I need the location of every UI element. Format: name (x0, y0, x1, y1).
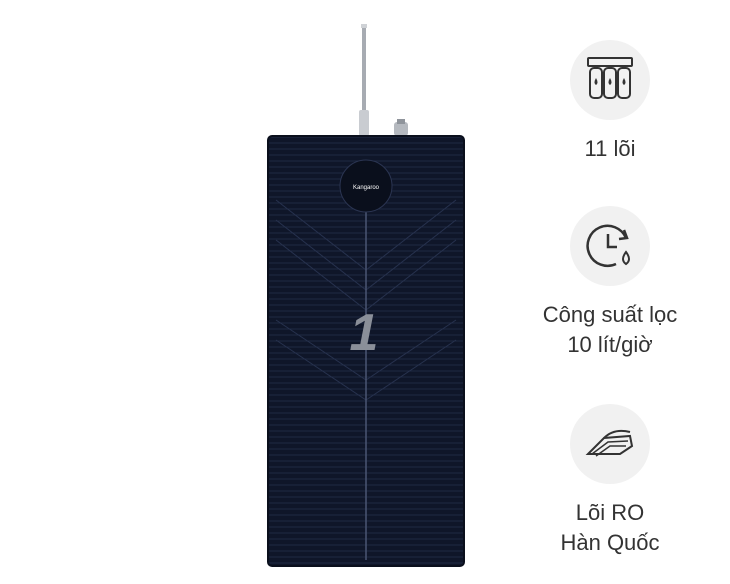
feature-capacity-label: Công suất lọc 10 lít/giờ (542, 302, 678, 357)
brand-logo: Kangaroo (353, 185, 380, 191)
feature-ro-core: Lõi RO Hàn Quốc (500, 404, 720, 558)
water-purifier-image: Kangaroo 1 (266, 20, 466, 568)
feature-cores-label: 11 lõi (584, 136, 636, 161)
feature-cores: 11 lõi (500, 40, 720, 164)
clock-water-drop-icon (570, 206, 650, 286)
model-number-badge: 1 (350, 304, 379, 362)
feature-capacity: Công suất lọc 10 lít/giờ (500, 206, 720, 360)
ro-membrane-icon (570, 404, 650, 484)
feature-ro-core-label: Lõi RO Hàn Quốc (560, 500, 660, 555)
filter-cartridges-icon (570, 40, 650, 120)
